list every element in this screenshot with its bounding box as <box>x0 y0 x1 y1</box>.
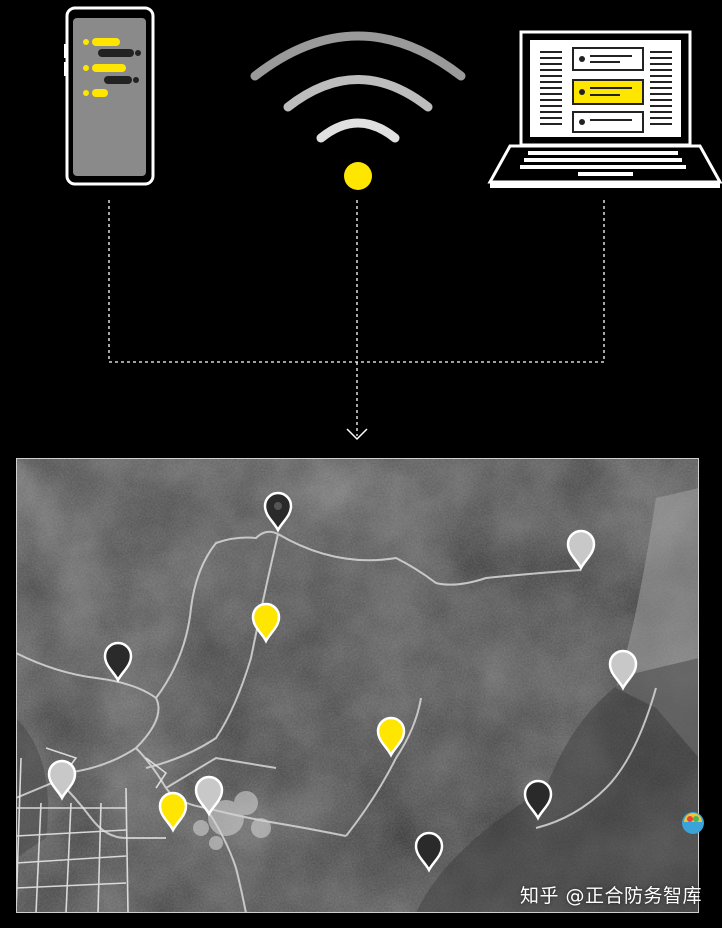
connection-lines <box>108 200 605 436</box>
arrow-down-icon <box>346 428 368 441</box>
watermark-text: 知乎 @正合防务智库 <box>519 885 702 907</box>
logo-icon <box>682 812 704 834</box>
map-pins <box>47 491 638 872</box>
laptop-icon <box>487 30 722 188</box>
smartphone-icon <box>64 6 155 186</box>
map-pin-icon[interactable] <box>263 491 293 532</box>
map-border <box>16 458 699 913</box>
device-diagram <box>64 6 722 441</box>
wifi-signal-icon <box>250 31 466 190</box>
